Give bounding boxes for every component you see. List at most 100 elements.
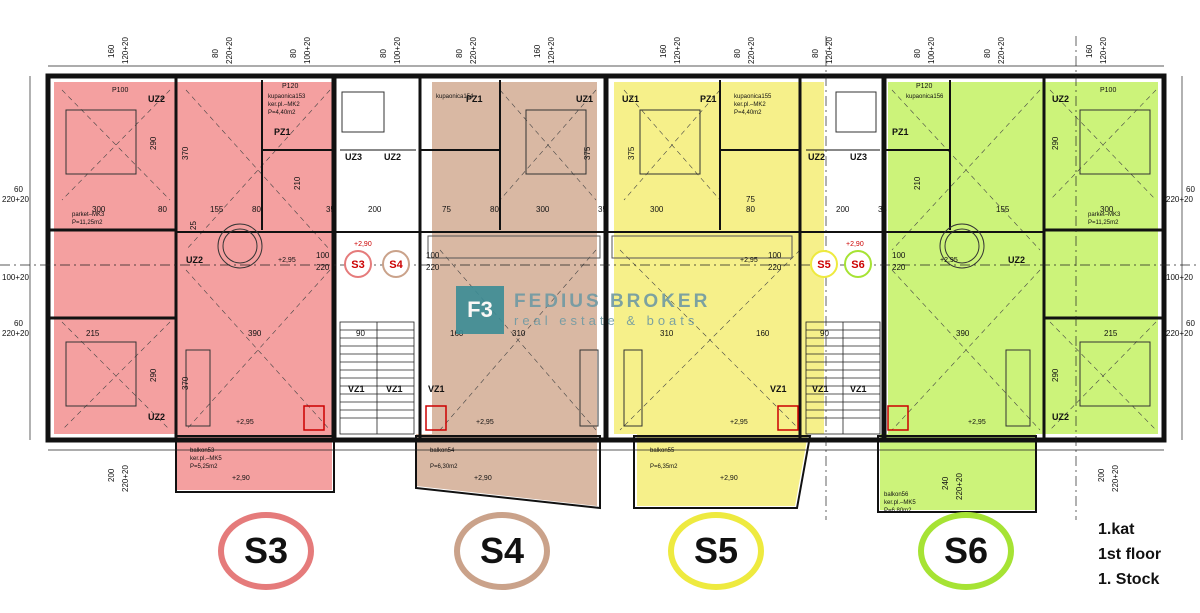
dim-35-b: 35 <box>598 205 607 214</box>
dim-310-a: 310 <box>512 329 526 338</box>
label-vz1-c: VZ1 <box>428 384 445 394</box>
dim-top-10020-b: 100+20 <box>393 37 402 64</box>
watermark-text: FEDIUS BROKER real estate & boats <box>514 291 710 329</box>
label-uz3-a: UZ3 <box>345 152 362 162</box>
label-uz2-a: UZ2 <box>148 94 165 104</box>
label-lvl-h: +2,90 <box>232 475 250 482</box>
dim-bot-22020-c: 220+20 <box>955 473 964 500</box>
dim-v-290-b: 290 <box>149 368 158 382</box>
label-uz2-d: UZ2 <box>384 152 401 162</box>
dim-100-c: 100 <box>768 251 782 260</box>
dim-top-12020-a: 120+20 <box>121 37 130 64</box>
dim-390-a: 390 <box>248 329 262 338</box>
unit-label-s5[interactable]: S5 <box>668 512 764 590</box>
label-mk2-a: ker.pl.–MK2 <box>268 102 300 108</box>
dim-top-22020-a: 220+20 <box>225 37 234 64</box>
dim-top-80-h: 80 <box>983 49 992 58</box>
dim-155-b: 155 <box>996 205 1010 214</box>
unit-s6-fill <box>888 82 1158 434</box>
floor-caption: 1.kat 1st floor 1. Stock <box>1098 517 1161 592</box>
unit-s3-balcony-fill <box>176 434 332 490</box>
watermark-subtitle: real estate & boats <box>514 313 699 328</box>
unit-marker-s4 <box>382 250 410 278</box>
dim-top-10020-a: 100+20 <box>303 37 312 64</box>
dim-310-b: 310 <box>660 329 674 338</box>
dim-top-80-d: 80 <box>455 49 464 58</box>
dim-300-b: 300 <box>536 205 550 214</box>
top-dimensions: 160 120+20 80 220+20 80 100+20 80 100+20… <box>107 37 1120 500</box>
dim-10020-b: 100+20 <box>1166 273 1193 282</box>
dim-80-a: 80 <box>158 205 167 214</box>
label-balk54: balkon54 <box>430 448 455 454</box>
unit-marker-s6 <box>844 250 872 278</box>
dim-90-a: 90 <box>356 329 365 338</box>
dim-35-a: 35 <box>326 205 335 214</box>
dim-top-80-a: 80 <box>211 49 220 58</box>
dim-top-22020-b: 220+20 <box>469 37 478 64</box>
label-kup153: kupaonica153 <box>268 94 306 100</box>
unit-s6-balcony-fill <box>880 434 1036 510</box>
label-lvl-a: +2,95 <box>278 257 296 264</box>
dim-80-d: 80 <box>746 205 755 214</box>
dim-100-b: 100 <box>426 251 440 260</box>
unit-marker-s3 <box>344 250 372 278</box>
unit-marker-label-s3: S3 <box>351 259 364 271</box>
label-vz1-a: VZ1 <box>348 384 365 394</box>
label-uz1-a: UZ1 <box>576 94 593 104</box>
label-uz1-b: UZ1 <box>622 94 639 104</box>
label-kup156: kupaonica156 <box>906 94 944 100</box>
dim-v-290-c: 290 <box>1051 136 1060 150</box>
label-vz1-e: VZ1 <box>812 384 829 394</box>
dim-215-a: 215 <box>86 329 100 338</box>
dim-300-c: 300 <box>650 205 664 214</box>
dim-155-a: 155 <box>210 205 224 214</box>
unit-label-s4[interactable]: S4 <box>454 512 550 590</box>
dim-top-80-e: 80 <box>733 49 742 58</box>
label-balk55: balkon55 <box>650 448 675 454</box>
label-p1125-b: P=11,25m2 <box>1088 220 1119 226</box>
dim-bot-22020-a: 220+20 <box>121 465 130 492</box>
unit-marker-label-s4: S4 <box>389 259 403 271</box>
dim-v-210-b: 210 <box>913 176 922 190</box>
plan-text: UZ2 UZ2 UZ2 UZ2 UZ3 UZ1 UZ1 UZ2 UZ3 UZ2 … <box>2 83 1195 514</box>
label-lvl-c: +2,95 <box>940 257 958 264</box>
label-balk56: balkon56 <box>884 492 909 498</box>
dim-v-375-b: 375 <box>627 146 636 160</box>
floor-caption-line3: 1. Stock <box>1098 571 1160 588</box>
label-p440-a: P=4,40m2 <box>268 110 296 116</box>
dim-80-b: 80 <box>252 205 261 214</box>
dim-220-a: 220 <box>316 263 330 272</box>
dim-v-25-a: 25 <box>189 221 198 230</box>
dim-top-80-f: 80 <box>811 49 820 58</box>
dim-top-10020-c: 100+20 <box>927 37 936 64</box>
dim-160-b: 160 <box>756 329 770 338</box>
floor-caption-line2: 1st floor <box>1098 546 1162 563</box>
dim-v-370-a: 370 <box>181 146 190 160</box>
dim-22020-c: 220+20 <box>1166 195 1193 204</box>
label-p635: P=6,35m2 <box>650 464 678 470</box>
label-balk53: balkon53 <box>190 448 215 454</box>
dim-v-210-a: 210 <box>293 176 302 190</box>
dim-top-80-c: 80 <box>379 49 388 58</box>
unit-marker-s5 <box>810 250 838 278</box>
label-lvl-l: +2,90 <box>846 241 864 248</box>
unit-label-s3[interactable]: S3 <box>218 512 314 590</box>
unit-s5-balcony-fill <box>637 434 808 506</box>
label-lvl-i: +2,90 <box>474 475 492 482</box>
dim-300-a: 300 <box>92 205 106 214</box>
unit-label-s6[interactable]: S6 <box>918 512 1014 590</box>
label-p680: P=6,80m2 <box>884 508 912 514</box>
dim-220-c: 220 <box>768 263 782 272</box>
unit-marker-label-s6: S6 <box>851 259 864 271</box>
dim-top-22020-c: 220+20 <box>747 37 756 64</box>
dim-90-b: 90 <box>820 329 829 338</box>
dim-60-d: 60 <box>1186 319 1195 328</box>
watermark: F3 FEDIUS BROKER real estate & boats <box>456 286 710 334</box>
label-uz3-b: UZ3 <box>850 152 867 162</box>
staircases <box>339 321 881 435</box>
dim-75-b: 75 <box>746 195 755 204</box>
label-p525: P=5,25m2 <box>190 464 218 470</box>
dim-top-12020-b: 120+20 <box>547 37 556 64</box>
